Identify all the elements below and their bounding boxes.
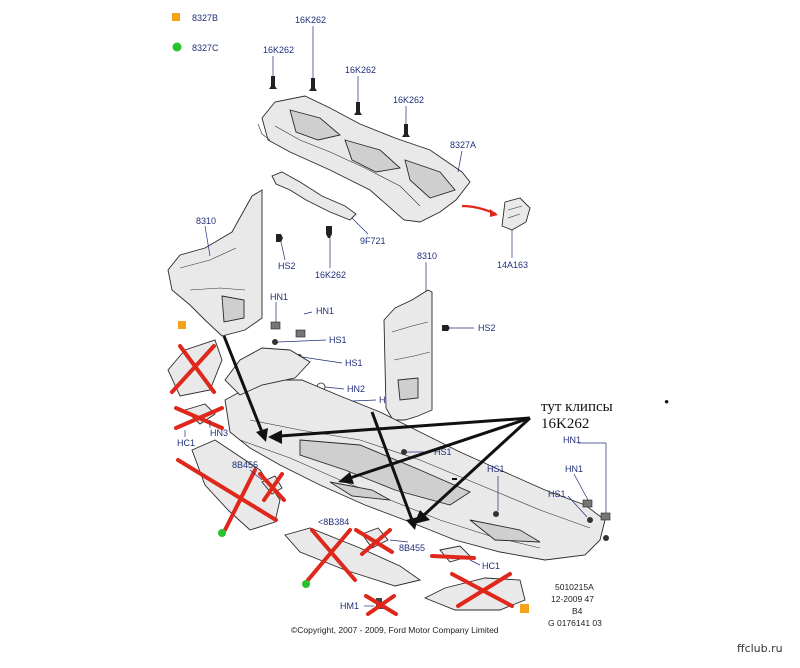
label-16k262-d: 16K262 [315, 270, 346, 280]
doc-code-line3: B4 [572, 606, 583, 616]
clip-16k262-c [402, 106, 410, 137]
annotation-arrows [222, 335, 532, 530]
deflector-8327b-left [167, 321, 223, 397]
label-16k262-a: 16K262 [263, 45, 294, 55]
small-dash [452, 478, 457, 480]
bracket-14a163 [501, 197, 531, 258]
legend-orange-label: 8327B [192, 13, 218, 23]
label-16k262-top: 16K262 [295, 15, 326, 25]
bracket-9f721 [271, 171, 369, 235]
label-14a163: 14A163 [497, 260, 528, 270]
clip-hs1-f [567, 495, 609, 541]
label-9f721: 9F721 [360, 236, 386, 246]
label-hc1-a: HC1 [177, 438, 195, 448]
clip-16k262-d [326, 226, 332, 268]
legend-green-label: 8327C [192, 43, 219, 53]
label-hc1-b: HC1 [482, 561, 500, 571]
label-hs1-f: HS1 [548, 489, 566, 499]
label-hn1-b: HN1 [316, 306, 334, 316]
label-hs1-e: HS1 [487, 464, 505, 474]
label-8b455-a: 8B455 [232, 460, 258, 470]
clip-hm1 [364, 594, 398, 616]
clip-hs1-a [272, 339, 327, 345]
deflector-8327b-right [423, 572, 529, 613]
doc-code-line4: G 0176141 03 [548, 618, 602, 628]
marker-green-bottom [302, 580, 310, 588]
marker-green-left [218, 529, 226, 537]
side-panel-8310-left [167, 189, 263, 337]
label-hn1-a: HN1 [270, 292, 288, 302]
label-hn1-d: HN1 [565, 464, 583, 474]
label-8327a: 8327A [450, 140, 476, 150]
label-hs1-b: HS1 [345, 358, 363, 368]
label-8310-right: 8310 [417, 251, 437, 261]
label-8b384: <8B384 [318, 517, 349, 527]
label-16k262-c: 16K262 [393, 95, 424, 105]
clip-hs1-e [493, 476, 499, 517]
engine-undertray [224, 379, 606, 561]
clip-hn1-b [295, 311, 313, 338]
label-hs1-a: HS1 [329, 335, 347, 345]
label-hn2: HN2 [347, 384, 365, 394]
small-part-hc1-left [174, 403, 224, 437]
annotation-dot: • [664, 395, 669, 411]
copyright-text: ©Copyright, 2007 - 2009, Ford Motor Comp… [291, 625, 499, 635]
doc-code-line1: 5010215A [555, 582, 594, 592]
clip-hn1-d [573, 473, 593, 508]
splash-shield-8327c-left [176, 439, 281, 537]
label-16k262-b: 16K262 [345, 65, 376, 75]
clip-16k262-b [354, 76, 362, 115]
watermark-text: ffclub.ru [737, 642, 783, 655]
marker-orange-left [178, 321, 186, 329]
annotation-line2: 16K262 [541, 416, 589, 432]
red-arrowhead-14a163 [490, 209, 498, 217]
annotation-line1: тут клипсы [541, 399, 613, 415]
label-hs1-d: HS1 [434, 447, 452, 457]
panel-8b384 [284, 527, 422, 588]
clip-hs2-b [442, 325, 474, 331]
label-8b455-b: 8B455 [399, 543, 425, 553]
clip-hs2-a [276, 234, 286, 261]
clip-16k262-top [309, 26, 317, 91]
doc-code-line2: 12-2009 47 [551, 594, 594, 604]
label-hn3: HN3 [210, 428, 228, 438]
clip-8b455-b [354, 527, 409, 556]
legend-orange-square [172, 13, 180, 21]
legend-green-dot [172, 42, 182, 52]
small-part-hc1-right [430, 545, 481, 566]
label-hm1: HM1 [340, 601, 359, 611]
clip-16k262-a [269, 56, 277, 89]
label-hs2-a: HS2 [278, 261, 296, 271]
marker-orange-right [520, 604, 529, 613]
clip-hn1-a [270, 302, 281, 330]
cowl-panel-8327a [257, 95, 471, 223]
label-8310-left: 8310 [196, 216, 216, 226]
clip-hn1-c [578, 442, 611, 521]
label-hn1-c: HN1 [563, 435, 581, 445]
leader-8327a [457, 150, 463, 173]
clip-8b455-a [249, 469, 286, 502]
label-hs2-b: HS2 [478, 323, 496, 333]
side-panel-8310-right [383, 262, 433, 421]
